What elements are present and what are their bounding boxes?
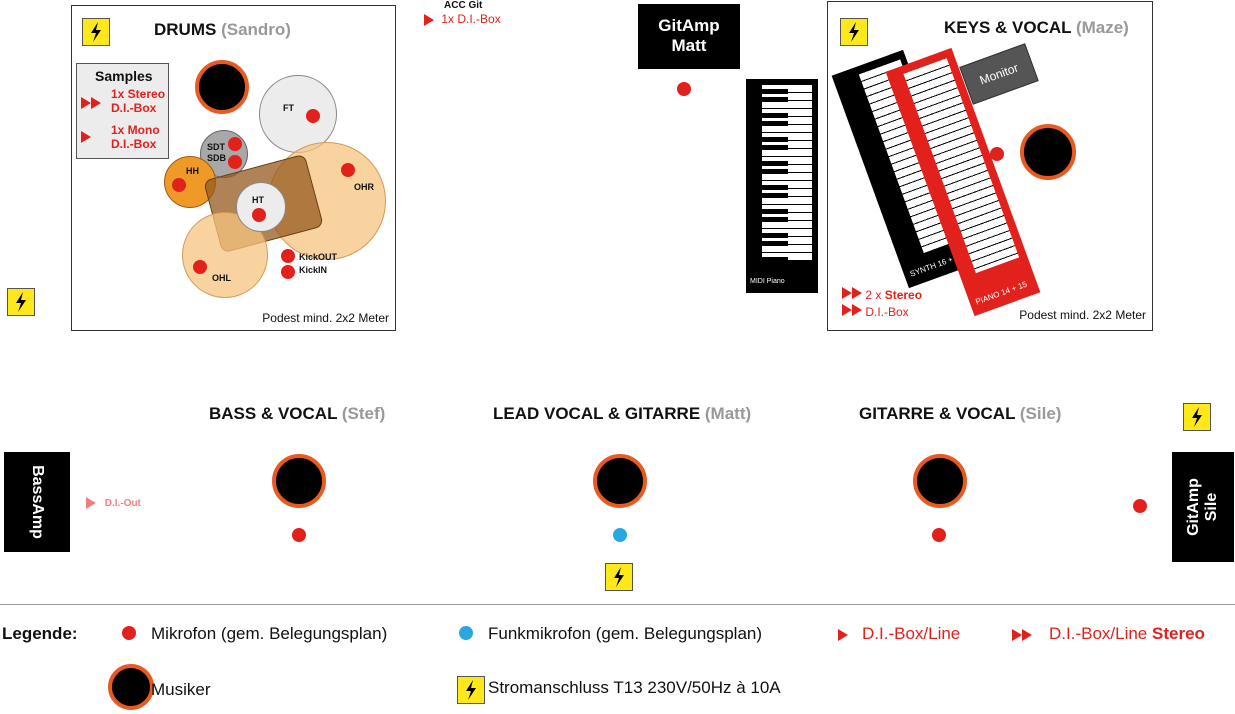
mic-kickout <box>281 249 295 263</box>
monitor-label: Monitor <box>977 60 1021 88</box>
musician-guitar <box>913 454 967 508</box>
legend-di-icon <box>838 628 848 646</box>
mic-ft <box>306 109 320 123</box>
di-mono-icon <box>81 130 91 148</box>
ht-label: HT <box>252 195 264 205</box>
keys-di-box: D.I.-Box <box>842 304 909 319</box>
mic-gitamp-sile <box>1133 499 1147 513</box>
acc-git-title: ACC Git <box>444 0 483 11</box>
legend-wireless-label: Funkmikrofon (gem. Belegungsplan) <box>488 624 763 643</box>
mic-keys <box>990 147 1004 161</box>
ohl-label: OHL <box>212 273 231 283</box>
legend-musician-label: Musiker <box>151 680 211 699</box>
power-icon <box>840 18 868 46</box>
floor-tom <box>259 75 337 153</box>
midi-piano: MIDI Piano <box>746 79 818 293</box>
drums-podest-label: Podest mind. 2x2 Meter <box>262 311 389 325</box>
mic-gitamp-matt <box>677 82 691 96</box>
musician-lead <box>593 454 647 508</box>
keys-podest-label: Podest mind. 2x2 Meter <box>1019 308 1146 322</box>
legend-di-stereo-label: D.I.-Box/Line Stereo <box>1049 624 1205 643</box>
mic-ht <box>252 208 266 222</box>
samples-title: Samples <box>95 68 153 84</box>
mic-ohr <box>341 163 355 177</box>
midi-piano-black-keys <box>762 85 788 261</box>
sdb-label: SDB <box>207 153 227 163</box>
piano-label: PIANO 14 + 15 <box>974 279 1029 307</box>
power-icon <box>1183 403 1211 431</box>
legend-power-label: Stromanschluss T13 230V/50Hz à 10A <box>488 678 781 697</box>
kickout-label: KickOUT <box>299 252 338 262</box>
keys-title: KEYS & VOCAL (Maze) <box>944 18 1129 37</box>
mic-hh <box>172 178 186 192</box>
mic-sdb <box>228 155 242 169</box>
musician-bass <box>272 454 326 508</box>
kickin-label: KickIN <box>299 265 328 275</box>
drums-title: DRUMS (Sandro) <box>154 20 291 39</box>
bass-di-out: D.I.-Out <box>86 497 141 509</box>
midi-piano-label: MIDI Piano <box>750 278 785 285</box>
legend-wireless-icon <box>459 626 473 640</box>
legend-power-icon <box>457 676 485 704</box>
mic-kickin <box>281 265 295 279</box>
keys-di-stereo: 2 x Stereo <box>842 287 922 302</box>
guitar-title: GITARRE & VOCAL (Sile) <box>859 404 1062 423</box>
di-stereo-icon <box>81 96 101 114</box>
mic-ohl <box>193 260 207 274</box>
bass-title: BASS & VOCAL (Stef) <box>209 404 386 423</box>
hh-label: HH <box>186 166 199 176</box>
ohr-label: OHR <box>354 182 374 192</box>
mic-guitar <box>932 528 946 542</box>
power-icon <box>7 288 35 316</box>
musician-drums <box>195 60 249 114</box>
legend-mic-icon <box>122 626 136 640</box>
di-mono-icon <box>424 13 434 26</box>
keys-area: KEYS & VOCAL (Maze) SYNTH 16 + 17 PIANO … <box>827 1 1153 331</box>
legend-divider <box>0 604 1235 605</box>
legend-di-label: D.I.-Box/Line <box>862 624 961 643</box>
lead-title: LEAD VOCAL & GITARRE (Matt) <box>493 404 752 423</box>
legend-musician-icon <box>108 664 154 710</box>
mic-sdt <box>228 137 242 151</box>
power-icon <box>82 18 110 46</box>
high-tom <box>236 182 286 232</box>
legend-di-stereo-icon <box>1012 628 1032 646</box>
mic-bass <box>292 528 306 542</box>
power-icon <box>605 563 633 591</box>
wireless-mic-lead <box>613 528 627 542</box>
bassamp: BassAmp <box>4 452 70 552</box>
musician-keys <box>1020 124 1076 180</box>
acc-git-di: 1x D.I.-Box <box>424 12 501 26</box>
legend-mic-label: Mikrofon (gem. Belegungsplan) <box>151 624 388 643</box>
legend-label: Legende: <box>2 624 78 643</box>
sdt-label: SDT <box>207 142 225 152</box>
monitor: Monitor <box>959 43 1039 105</box>
ft-label: FT <box>283 103 294 113</box>
